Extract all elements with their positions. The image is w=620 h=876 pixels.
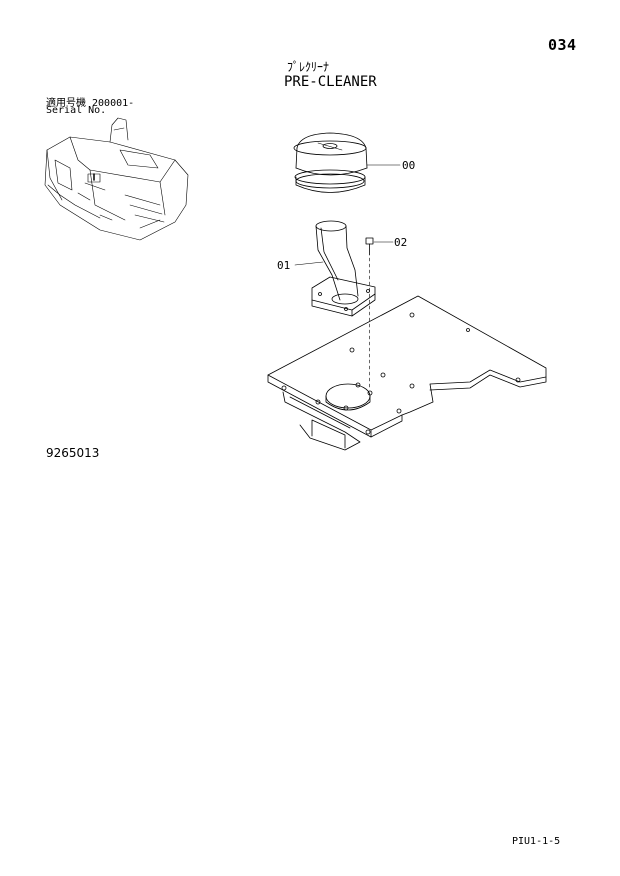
callout-01: 01 [277, 259, 290, 272]
callout-02: 02 [394, 236, 407, 249]
page-number: 034 [548, 36, 577, 54]
serial-label-english: Serial No. [46, 105, 107, 116]
part-02-bolt [365, 237, 374, 391]
drawing-number: 9265013 [46, 446, 100, 460]
mounting-plate [267, 295, 547, 451]
machine-thumbnail [44, 117, 189, 241]
part-01-elbow-pipe [311, 220, 376, 317]
title-english: PRE-CLEANER [284, 74, 377, 90]
page-code: PIU1-1-5 [512, 836, 561, 847]
callout-00: 00 [402, 159, 415, 172]
title-japanese: ﾌﾟﾚｸﾘｰﾅ [287, 60, 330, 74]
part-00-pre-cleaner [293, 132, 368, 193]
serial-label-japanese: 適用号機 200001- [46, 98, 135, 109]
callout-leaders [294, 164, 401, 266]
